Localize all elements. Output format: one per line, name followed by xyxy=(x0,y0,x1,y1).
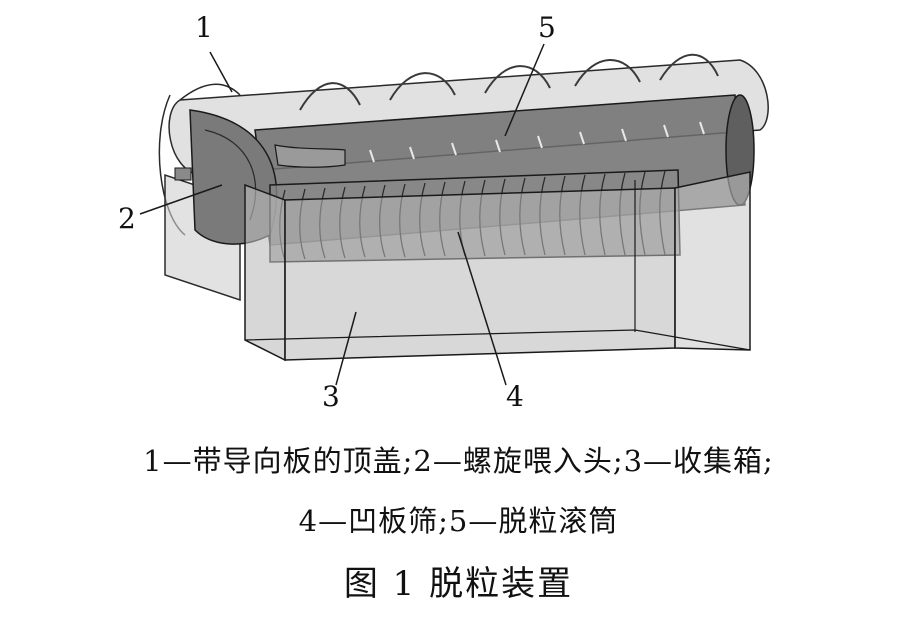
legend-line-1: 1—带导向板的顶盖;2—螺旋喂入头;3—收集箱; xyxy=(143,444,774,478)
callout-1: 1 xyxy=(195,11,213,44)
legend-line-2: 4—凹板筛;5—脱粒滚筒 xyxy=(298,504,619,538)
threshing-device-diagram xyxy=(139,43,769,386)
callout-4: 4 xyxy=(506,380,524,413)
collecting-box xyxy=(244,171,751,362)
figure-title: 图 1 脱粒装置 xyxy=(343,564,574,604)
callout-2: 2 xyxy=(118,202,136,235)
callout-5: 5 xyxy=(538,11,556,44)
callout-3: 3 xyxy=(322,380,340,413)
leader-lines xyxy=(139,43,545,386)
